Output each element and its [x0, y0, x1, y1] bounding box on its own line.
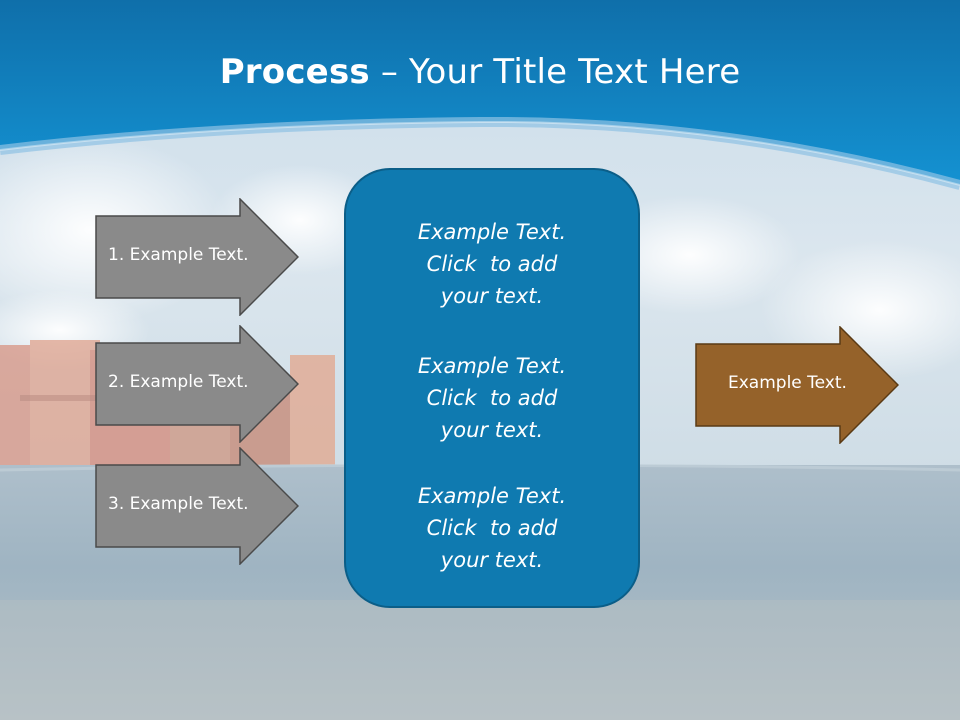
arrow-right-icon: [95, 447, 299, 565]
arrow-right-icon: [695, 326, 899, 444]
block-line: Example Text.: [417, 354, 567, 378]
block-line: Example Text.: [417, 484, 567, 508]
block-line: your text.: [440, 418, 544, 442]
center-text-box[interactable]: Example Text. Click to add your text. Ex…: [344, 168, 640, 608]
block-line: your text.: [440, 548, 544, 572]
left-arrow-3[interactable]: 3. Example Text.: [95, 447, 299, 565]
right-arrow[interactable]: Example Text.: [695, 326, 899, 444]
slide-title: Process – Your Title Text Here: [0, 52, 960, 92]
center-text-block-2: Example Text. Click to add your text.: [346, 350, 638, 446]
block-line: Click to add: [426, 252, 558, 276]
center-text-block-3: Example Text. Click to add your text.: [346, 480, 638, 576]
title-bold: Process: [219, 52, 370, 92]
block-line: your text.: [440, 284, 544, 308]
right-arrow-label: Example Text.: [728, 373, 847, 393]
left-arrow-label: 1. Example Text.: [108, 245, 249, 265]
left-arrow-label: 2. Example Text.: [108, 372, 249, 392]
block-line: Example Text.: [417, 220, 567, 244]
arrow-right-icon: [95, 198, 299, 316]
arrow-right-icon: [95, 325, 299, 443]
left-arrow-label: 3. Example Text.: [108, 494, 249, 514]
left-arrow-1[interactable]: 1. Example Text.: [95, 198, 299, 316]
block-line: Click to add: [426, 386, 558, 410]
left-arrow-2[interactable]: 2. Example Text.: [95, 325, 299, 443]
title-rest: – Your Title Text Here: [369, 52, 741, 92]
center-text-block-1: Example Text. Click to add your text.: [346, 216, 638, 312]
block-line: Click to add: [426, 516, 558, 540]
